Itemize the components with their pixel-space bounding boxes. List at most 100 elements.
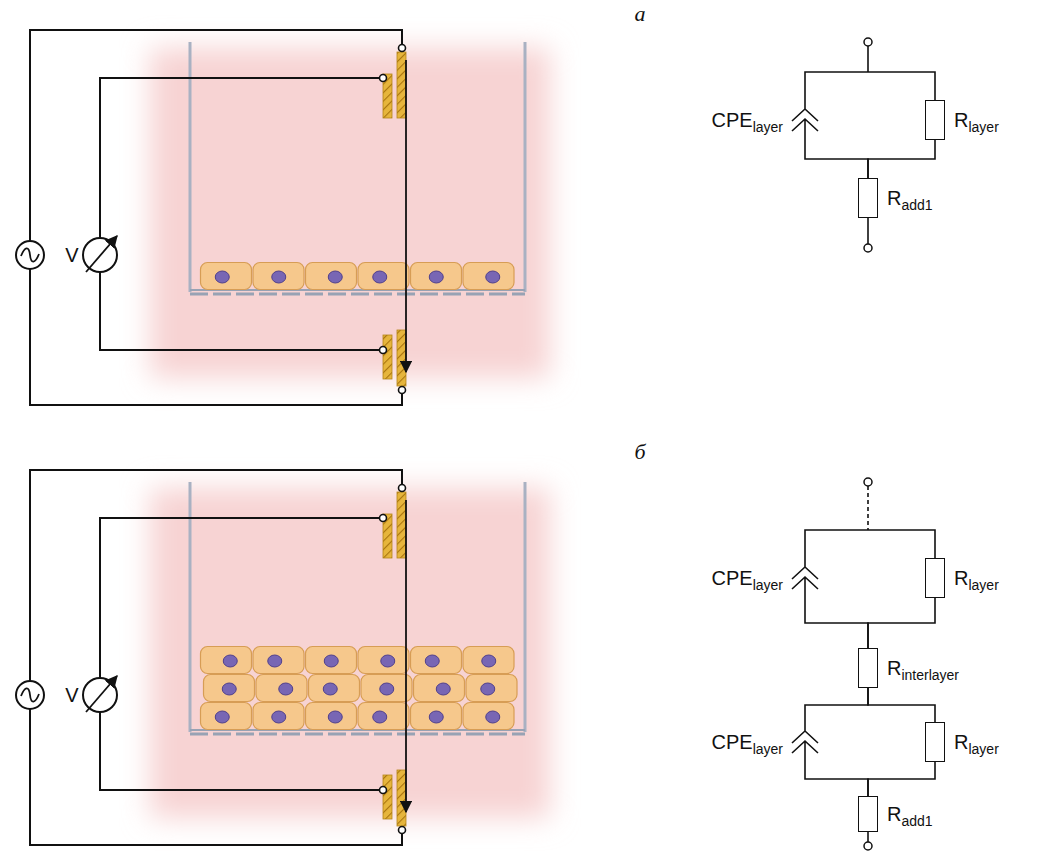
cell-nucleus <box>429 271 443 283</box>
element-label: Radd1 <box>887 804 933 824</box>
element-label: Rlayer <box>954 568 999 588</box>
cell <box>204 675 255 702</box>
ac-tilde <box>21 688 39 701</box>
cpe-symbol <box>791 100 819 140</box>
wire <box>100 78 383 238</box>
cpe-element: CPElayer <box>791 722 819 762</box>
element-label: Rlayer <box>954 110 999 130</box>
cell-nucleus <box>272 711 286 723</box>
panel-letter: а <box>635 1 646 27</box>
resistor-element: Rlayer <box>925 558 945 598</box>
cell-nucleus <box>373 711 387 723</box>
terminal <box>399 387 406 394</box>
electrode <box>383 335 392 379</box>
circuit-terminal <box>864 478 872 486</box>
well-illustration <box>16 470 550 845</box>
circuit-lead <box>867 832 869 842</box>
voltmeter-label: V <box>65 244 78 267</box>
cell <box>414 675 465 702</box>
membrane-pores <box>190 733 525 736</box>
circuit-lead <box>867 46 869 72</box>
terminal <box>380 347 387 354</box>
element-label: CPElayer <box>712 732 783 752</box>
electrode <box>397 492 406 558</box>
cell-nucleus <box>380 683 394 695</box>
electrode <box>397 770 406 826</box>
cell <box>201 647 252 674</box>
element-subscript: interlayer <box>901 667 959 683</box>
cell <box>463 263 514 290</box>
cell-nucleus <box>328 711 342 723</box>
ac-source <box>16 681 44 709</box>
cell-nucleus <box>223 655 237 667</box>
cell <box>361 675 412 702</box>
circuit-wire <box>868 762 935 796</box>
element-subscript: layer <box>968 741 998 757</box>
cell <box>253 263 304 290</box>
circuit-terminal <box>864 244 872 252</box>
terminal <box>380 75 387 82</box>
circuit-wire <box>868 688 935 722</box>
wire <box>30 30 402 241</box>
electrode <box>397 330 406 386</box>
cell <box>253 703 304 730</box>
cell-nucleus <box>222 683 236 695</box>
resistor-element: Rinterlayer <box>858 648 878 688</box>
element-subscript: add1 <box>901 197 932 213</box>
element-subscript: layer <box>753 577 783 593</box>
well-illustration <box>16 30 550 405</box>
wire <box>100 518 383 678</box>
cell-nucleus <box>481 683 495 695</box>
wire <box>100 712 383 790</box>
insert-wall <box>189 482 192 732</box>
voltmeter-arrow <box>86 676 117 712</box>
cell-nucleus <box>486 711 500 723</box>
circuit-lead <box>867 218 869 244</box>
terminal <box>380 787 387 794</box>
cell <box>358 703 409 730</box>
cell-nucleus <box>425 655 439 667</box>
element-label: Radd1 <box>887 188 933 208</box>
cell-nucleus <box>215 711 229 723</box>
cell <box>358 647 409 674</box>
cell-nucleus <box>268 655 282 667</box>
element-subscript: layer <box>968 577 998 593</box>
element-subscript: layer <box>753 119 783 135</box>
element-symbol: R <box>887 657 901 679</box>
element-symbol: CPE <box>712 731 753 753</box>
cell-nucleus <box>381 655 395 667</box>
cell-nucleus <box>324 655 338 667</box>
circuit-wire <box>805 762 868 796</box>
element-label: CPElayer <box>712 568 783 588</box>
cpe-symbol <box>791 558 819 598</box>
ac-source <box>16 241 44 269</box>
cell <box>253 647 304 674</box>
element-symbol: R <box>954 731 968 753</box>
cell <box>256 675 307 702</box>
circuit-wire <box>868 598 935 648</box>
element-label: CPElayer <box>712 110 783 130</box>
culture-medium <box>150 488 550 818</box>
cpe-element: CPElayer <box>791 558 819 598</box>
circuit-lead <box>805 530 935 558</box>
element-subscript: add1 <box>901 813 932 829</box>
cell-nucleus <box>486 271 500 283</box>
cell-nucleus <box>436 683 450 695</box>
circuit-terminal <box>864 842 872 850</box>
cell <box>411 647 462 674</box>
insert-wall <box>189 42 192 292</box>
circuit-wire <box>805 598 868 648</box>
cell <box>306 703 357 730</box>
wire <box>100 272 383 350</box>
circuit-terminal <box>864 38 872 46</box>
element-symbol: R <box>887 803 901 825</box>
cell-nucleus <box>215 271 229 283</box>
cell-nucleus <box>482 655 496 667</box>
element-label: Rlayer <box>954 732 999 752</box>
culture-medium <box>150 48 550 378</box>
electrode <box>383 775 392 819</box>
wire <box>30 470 402 681</box>
